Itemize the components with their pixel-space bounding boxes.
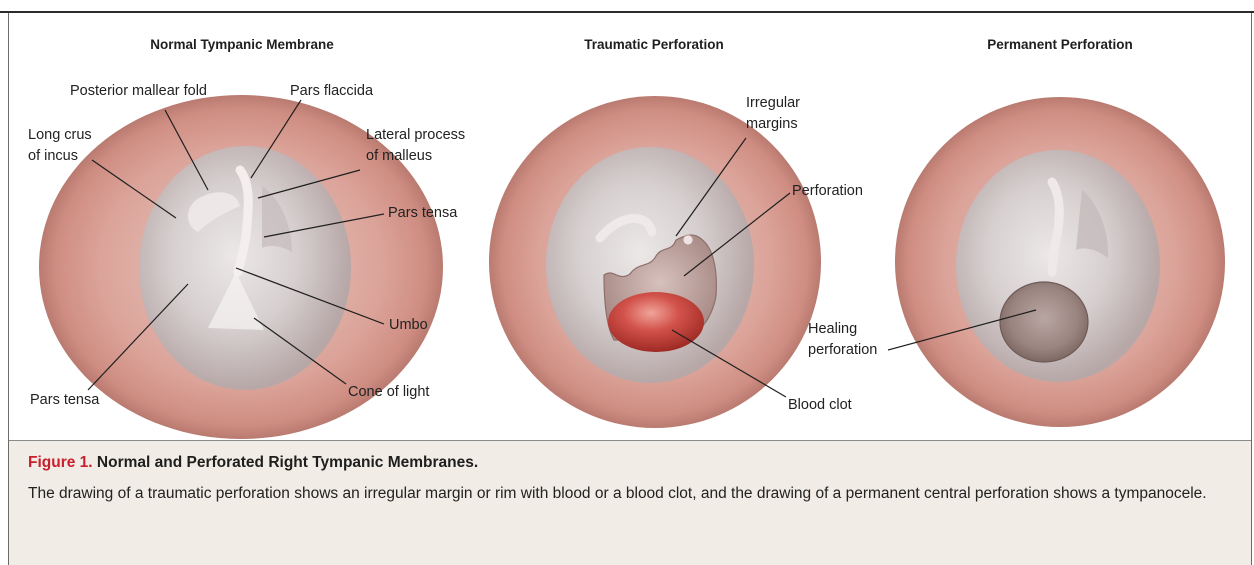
figure-frame	[8, 13, 1252, 565]
